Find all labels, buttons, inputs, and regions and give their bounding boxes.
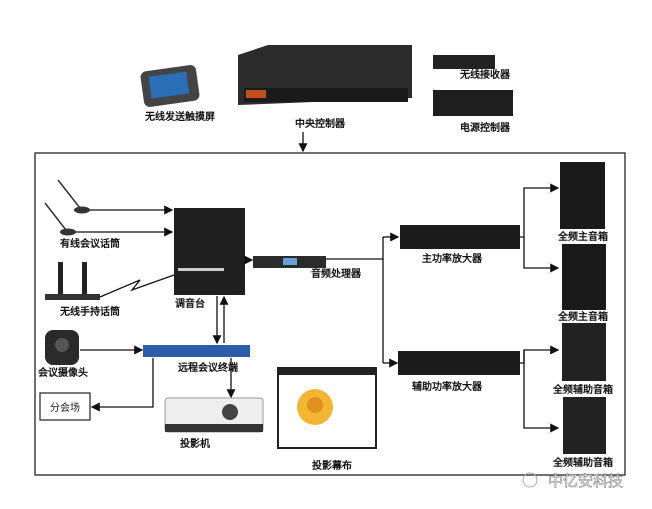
audio-processor-label: 音频处理器	[311, 267, 362, 280]
wireless-mic-device	[45, 262, 100, 300]
main-speaker-1-label: 全频主音箱	[557, 230, 608, 243]
mixer-device	[174, 208, 245, 295]
main-amp-device	[400, 225, 520, 249]
terminal-label: 远程会议终端	[178, 361, 238, 374]
wireless-receiver-label: 无线接收器	[459, 68, 511, 81]
main-speaker-2	[562, 244, 606, 310]
main-amp-label: 主功率放大器	[422, 252, 483, 265]
wireless-signal-icon	[99, 274, 175, 298]
processor-display	[283, 258, 297, 265]
arrow-main-speaker2	[523, 237, 560, 273]
branch-venue-box	[39, 392, 91, 421]
arrow-terminal-branch	[90, 358, 154, 412]
camera-label: 会议摄像头	[38, 366, 88, 379]
projector-device	[164, 397, 264, 433]
aux-amp-label: 辅助功率放大器	[412, 380, 483, 393]
arrow-aux-speaker2	[523, 350, 560, 433]
main-speaker-1	[560, 162, 605, 229]
aux-speaker-1	[562, 323, 606, 381]
camera-device	[45, 330, 79, 365]
projector-label: 投影机	[180, 437, 210, 450]
terminal-device	[143, 345, 250, 357]
central-controller-device	[238, 45, 412, 105]
wireless-receiver-device	[433, 55, 495, 69]
wired-mic-label: 有线会议话筒	[60, 237, 120, 250]
aux-speaker-2	[563, 397, 606, 454]
watermark: 中亿安科技	[522, 472, 623, 490]
branch-venue-label: 分会场	[50, 401, 80, 414]
watermark-text: 中亿安科技	[548, 472, 623, 490]
wired-mic-device	[44, 179, 90, 236]
arrow-aux-speaker1	[520, 345, 560, 364]
aux-amp-device	[398, 351, 520, 375]
arrow-main-speaker1	[520, 183, 560, 238]
mixer-label: 调音台	[175, 297, 205, 310]
screen-label: 投影幕布	[312, 459, 352, 472]
central-controller-label: 中央控制器	[295, 117, 346, 130]
power-controller-device	[433, 90, 513, 116]
touch-screen-device	[140, 65, 200, 107]
projection-screen	[277, 367, 377, 449]
system-frame	[34, 152, 626, 476]
power-controller-label: 电源控制器	[460, 121, 511, 134]
aux-speaker-1-label: 全频辅助音箱	[552, 383, 613, 396]
touch-screen-label: 无线发送触摸屏	[144, 110, 215, 123]
main-speaker-2-label: 全频主音箱	[557, 310, 608, 323]
wireless-mic-label: 无线手持话筒	[59, 305, 120, 318]
aux-speaker-2-label: 全频辅助音箱	[552, 456, 613, 469]
